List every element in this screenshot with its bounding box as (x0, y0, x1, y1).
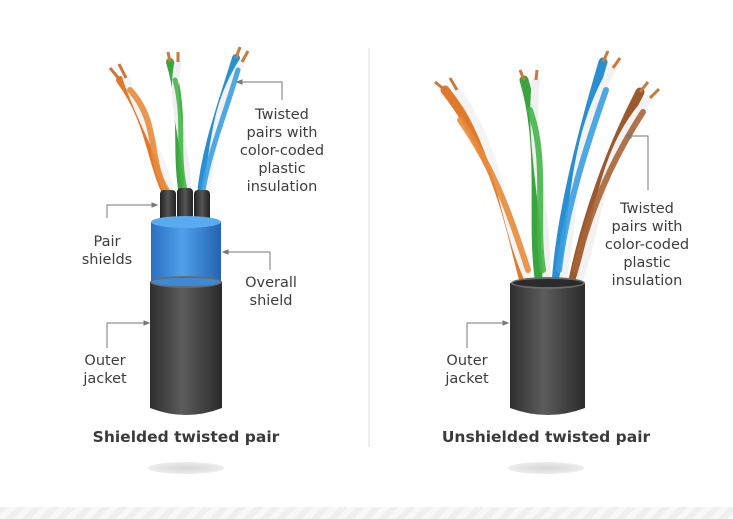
title-shielded: Shielded twisted pair (92, 428, 280, 446)
unshielded-outer-jacket (510, 283, 585, 415)
unshielded-blue-pair (551, 50, 622, 290)
label-outer-jacket-shielded: Outer jacket (83, 353, 127, 387)
overall-shield (151, 222, 221, 288)
label-overall-shield: Overall shield (245, 275, 297, 309)
shielded-leaders (106, 79, 283, 348)
unshielded-shadow (508, 462, 584, 474)
label-pair-shields: Pair shields (81, 234, 133, 268)
label-twisted-pairs-shielded: Twisted pairs with color-coded plastic i… (239, 107, 325, 195)
unshielded-green-pair (518, 69, 551, 290)
shielded-orange-pair (108, 63, 176, 199)
unshielded-brown-pair (567, 81, 661, 290)
shielded-blue-pair (197, 46, 250, 199)
shielded-cable (108, 46, 250, 415)
bottom-stripe (0, 507, 733, 519)
label-twisted-pairs-unshielded: Twisted pairs with color-coded plastic i… (604, 201, 690, 289)
shielded-shadow (148, 462, 224, 474)
shielded-green-pair (166, 51, 191, 199)
label-outer-jacket-unshielded: Outer jacket (445, 353, 489, 387)
unshielded-cable (434, 50, 661, 415)
unshielded-orange-pair (434, 77, 535, 290)
title-unshielded: Unshielded twisted pair (441, 428, 651, 446)
unshielded-leaders (466, 133, 649, 348)
shielded-outer-jacket (150, 282, 222, 415)
